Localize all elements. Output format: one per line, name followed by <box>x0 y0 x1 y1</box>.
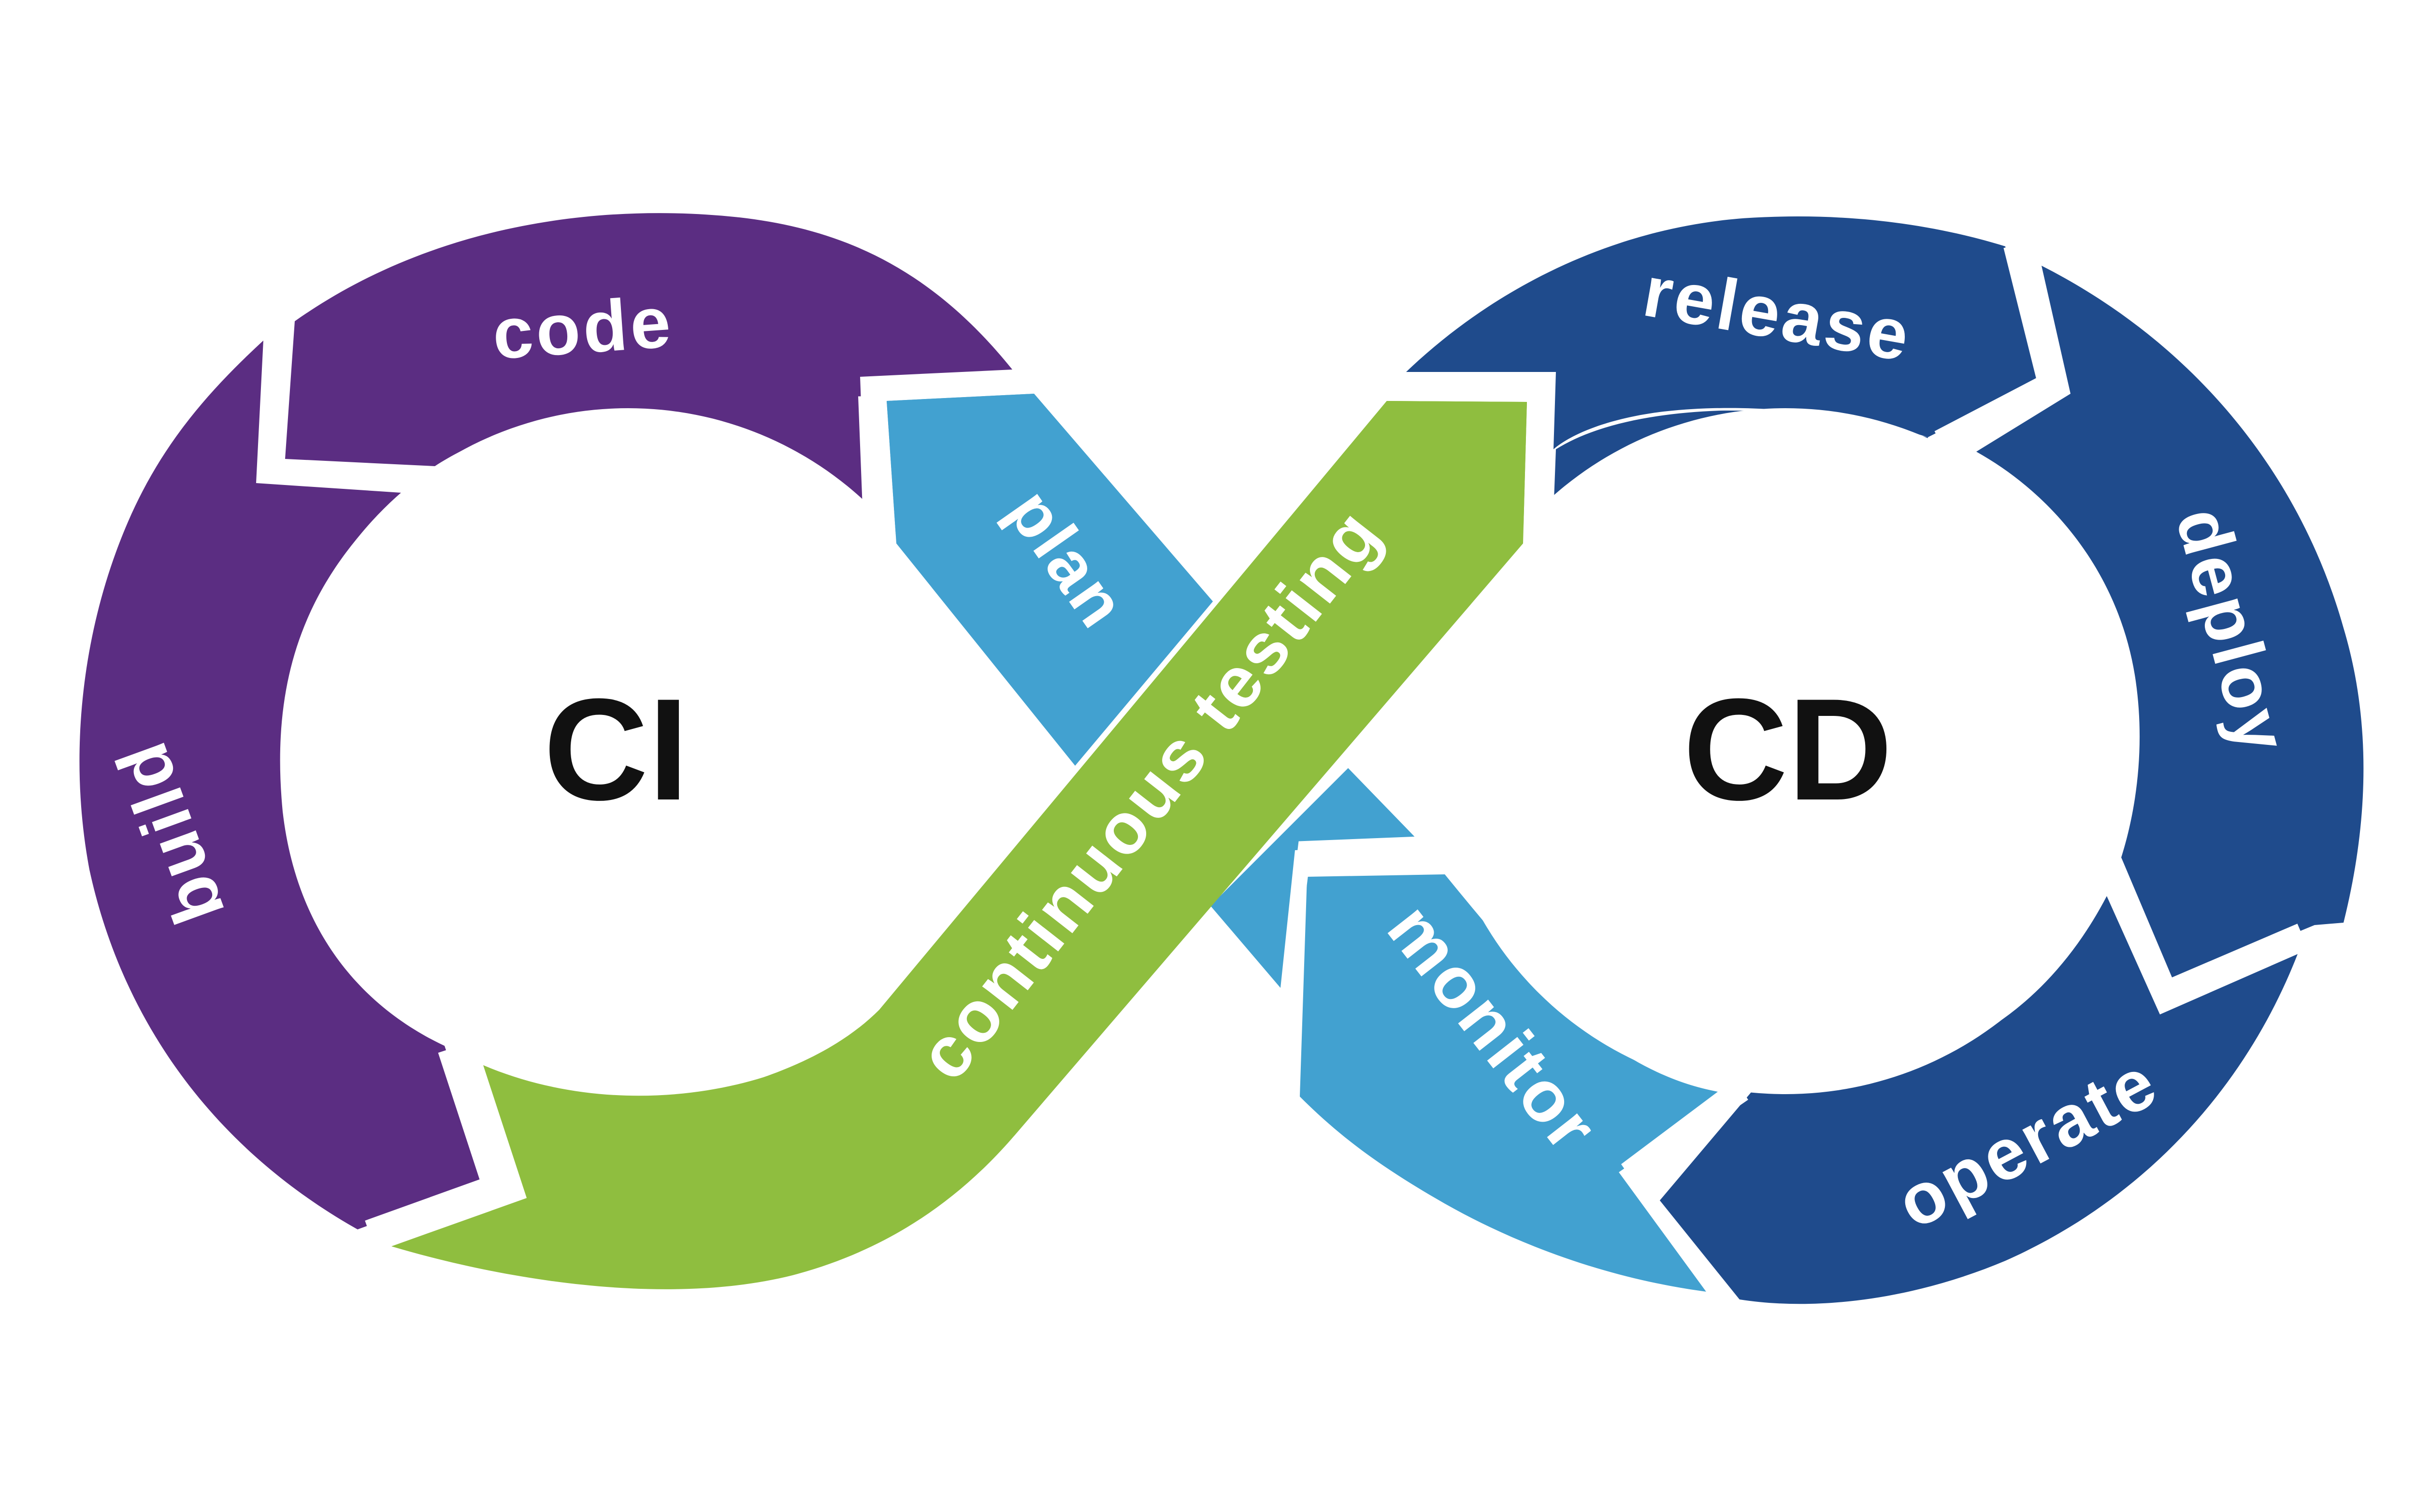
gap-deploy-operate <box>2105 862 2303 997</box>
gap-plan-monitor <box>1281 836 1426 986</box>
segment-gaps <box>263 244 2303 1304</box>
plan-segment-lower <box>1210 768 1423 988</box>
deploy-segment <box>1976 266 2364 983</box>
gap-code-plan <box>858 396 877 520</box>
release-segment <box>1406 216 2039 449</box>
gap-release-deploy <box>1934 244 2052 443</box>
ci-hole <box>283 408 974 1094</box>
plan-segment-top <box>887 394 1213 766</box>
cd-hole <box>1438 408 2133 1094</box>
build-segment <box>79 341 490 1229</box>
monitor-segment <box>1300 874 1718 1292</box>
operate-segment <box>1660 896 2298 1304</box>
hub-title-cd: CD <box>1683 668 1892 830</box>
gap-build-green <box>365 1048 497 1234</box>
gap-code-build <box>263 467 402 487</box>
gap-operate-monitor <box>1619 1088 1748 1304</box>
stage-label-code: code <box>490 281 676 374</box>
code-segment <box>285 213 1012 508</box>
hub-title-ci: CI <box>544 668 689 830</box>
continuous-testing-band-top <box>870 401 1527 1181</box>
